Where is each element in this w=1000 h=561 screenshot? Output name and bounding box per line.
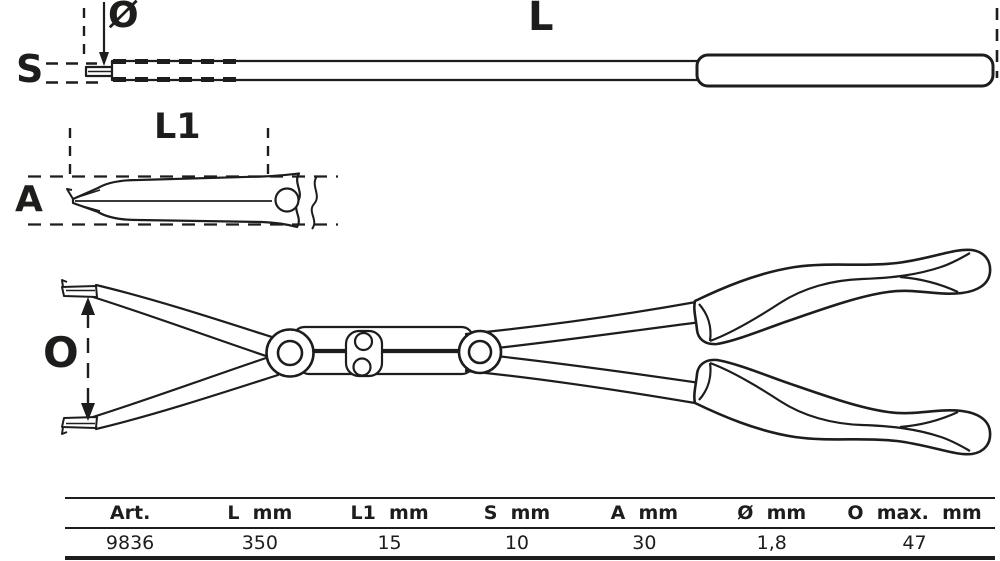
upper-handle-arm xyxy=(464,300,703,353)
jaw-pivot-hole xyxy=(274,187,300,213)
lower-link-bar xyxy=(296,350,475,376)
opening-dimension xyxy=(81,297,95,421)
label-tip-thickness: S xyxy=(16,47,44,91)
upper-jaw-tip xyxy=(61,285,98,298)
header-l1: L1 mm xyxy=(324,498,455,529)
header-s: S mm xyxy=(454,498,580,529)
header-o-max: O max. mm xyxy=(834,498,995,529)
header-diameter: Ø mm xyxy=(709,498,835,529)
upper-jaw-arm xyxy=(91,283,280,360)
lower-handle-arm xyxy=(464,351,702,405)
specification-table: Art. L mm L1 mm S mm A mm Ø mm O max. mm… xyxy=(65,497,995,560)
diameter-arrow xyxy=(99,2,109,66)
lower-jaw-tip xyxy=(61,416,98,429)
label-jaw-length: L1 xyxy=(154,107,201,147)
value-art: 9836 xyxy=(105,531,155,554)
value-s: 10 xyxy=(504,531,530,554)
lower-rivet xyxy=(352,357,372,377)
top-view-shaft xyxy=(110,59,702,82)
header-a: A mm xyxy=(579,498,710,529)
upper-grip xyxy=(693,248,992,346)
label-tip-diameter: Ø xyxy=(108,0,139,36)
lower-grip xyxy=(693,358,992,456)
main-pliers-drawing xyxy=(61,248,992,456)
top-view-handle xyxy=(695,53,995,88)
value-l1: 15 xyxy=(377,531,402,554)
opening-arrow-down xyxy=(81,403,95,421)
jaw-detail-drawing xyxy=(28,128,338,230)
label-overall-length: L xyxy=(528,0,554,40)
header-l: L mm xyxy=(195,498,325,529)
top-view-drawing xyxy=(46,2,999,88)
value-o-max: 47 xyxy=(902,531,927,554)
table-header-row: Art. L mm L1 mm S mm A mm Ø mm O max. mm xyxy=(65,498,995,529)
main-pivot-hole xyxy=(276,339,304,367)
upper-rivet xyxy=(353,331,374,352)
opening-arrow-up xyxy=(81,297,95,315)
table-row: 9836 350 15 10 30 1,8 47 xyxy=(65,528,995,558)
label-tip-angle: A xyxy=(15,179,43,220)
header-art: Art. xyxy=(65,498,196,529)
value-l: 350 xyxy=(241,531,278,554)
lower-jaw-arm xyxy=(91,354,280,431)
second-pivot-hole xyxy=(467,339,493,365)
label-max-opening: O xyxy=(43,328,79,377)
value-a: 30 xyxy=(632,531,657,554)
value-diameter: 1,8 xyxy=(756,531,787,554)
